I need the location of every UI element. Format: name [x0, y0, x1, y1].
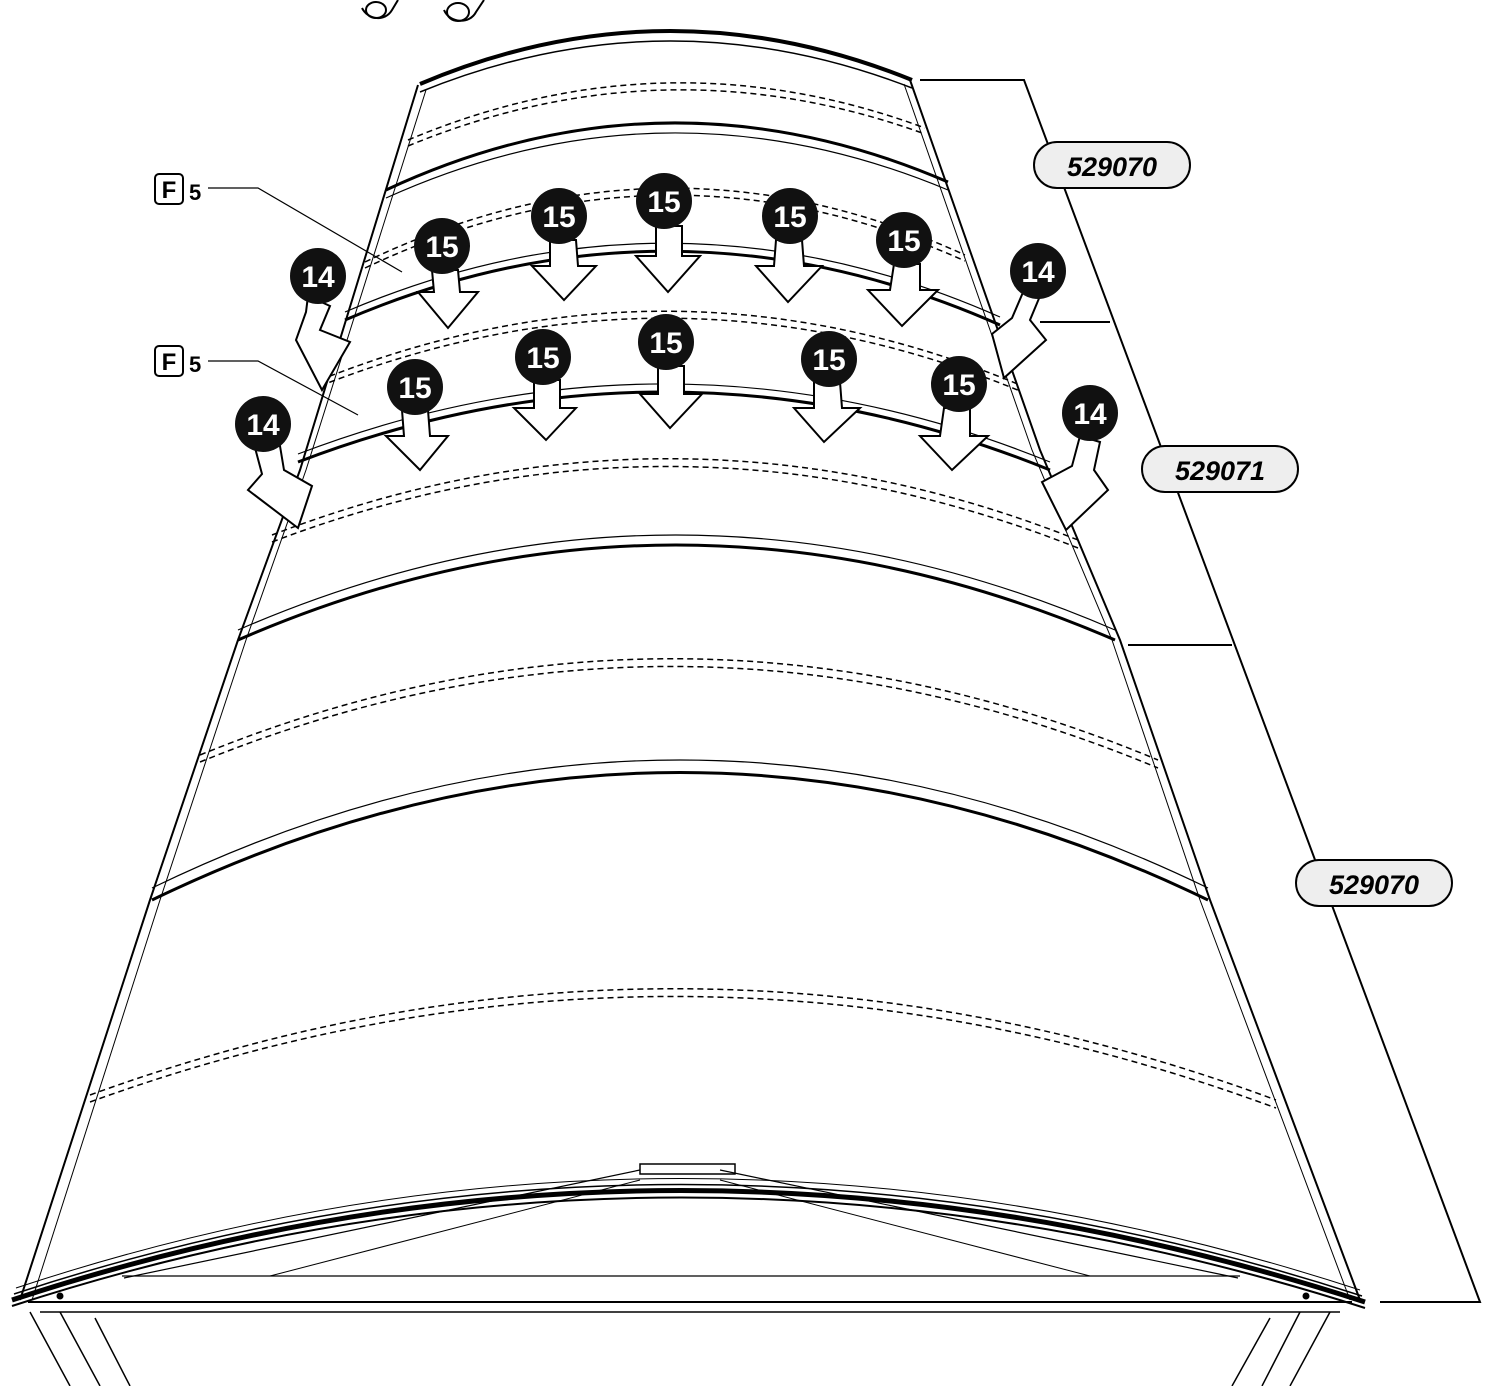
step-marker-14: 14 [235, 396, 314, 530]
dimension-bracket [920, 79, 1482, 1303]
svg-text:15: 15 [647, 186, 680, 219]
svg-text:15: 15 [812, 344, 845, 377]
step-marker-15: 15 [917, 356, 991, 472]
part-label-middle-text: 529071 [1175, 456, 1265, 486]
svg-text:15: 15 [649, 327, 682, 360]
svg-text:14: 14 [246, 409, 280, 442]
svg-text:15: 15 [398, 372, 431, 405]
part-label-middle: 529071 [1141, 445, 1299, 493]
step-marker-15: 15 [633, 173, 703, 294]
svg-text:15: 15 [542, 201, 575, 234]
step-marker-15: 15 [414, 218, 481, 330]
part-label-top-text: 529070 [1067, 152, 1157, 182]
step-marker-14: 14 [290, 248, 352, 393]
step-marker-15: 15 [637, 314, 705, 430]
step-marker-15: 15 [865, 212, 941, 328]
svg-text:15: 15 [942, 369, 975, 402]
part-label-bottom-text: 529070 [1329, 870, 1419, 900]
svg-text:15: 15 [773, 201, 806, 234]
fastener-leaders [208, 187, 403, 416]
step-marker-15: 15 [511, 329, 579, 442]
part-label-bottom: 529070 [1295, 859, 1453, 907]
step-marker-15: 15 [529, 188, 599, 302]
svg-text:14: 14 [301, 261, 335, 294]
fastener-qty-upper: 5 [189, 180, 201, 205]
step-marker-14: 14 [990, 243, 1066, 380]
svg-text:14: 14 [1021, 256, 1055, 289]
fastener-letter-upper: F [162, 177, 177, 204]
fastener-callout-upper: F 5 [154, 173, 201, 205]
step-marker-15: 15 [383, 359, 451, 472]
step-marker-14: 14 [1040, 385, 1118, 532]
base-frame [11, 1163, 1366, 1386]
step-marker-15: 15 [753, 188, 825, 304]
fastener-letter-lower: F [162, 349, 177, 376]
screw-hardware-icon [361, 0, 485, 22]
svg-text:15: 15 [425, 231, 458, 264]
part-label-top: 529070 [1033, 141, 1191, 189]
roof-outline [19, 29, 1361, 1301]
fastener-callout-lower: F 5 [154, 345, 201, 377]
fastener-qty-lower: 5 [189, 352, 201, 377]
svg-text:15: 15 [526, 342, 559, 375]
step-marker-15: 15 [791, 331, 863, 444]
svg-text:15: 15 [887, 225, 920, 258]
svg-text:14: 14 [1073, 398, 1107, 431]
